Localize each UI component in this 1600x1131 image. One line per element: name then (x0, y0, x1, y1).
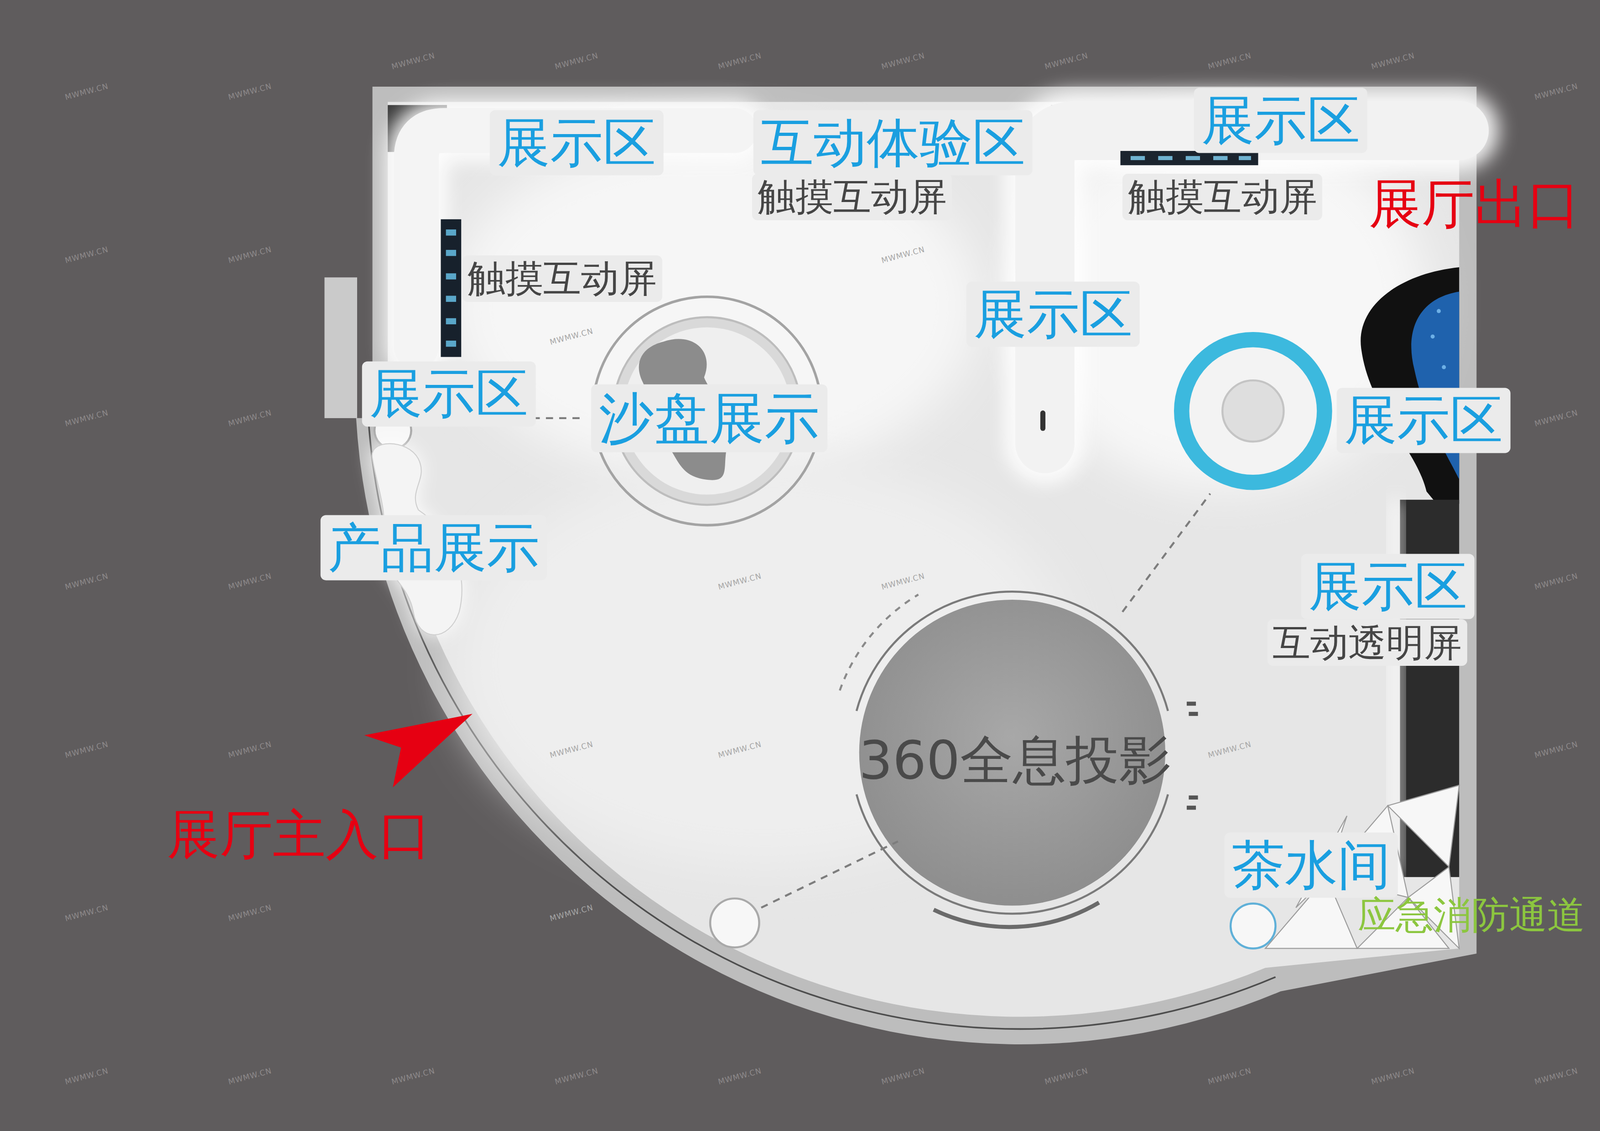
screen-label: 触摸互动屏 (1122, 173, 1323, 221)
zone-label: 茶水间 (1224, 832, 1399, 899)
zone-label: 展示区 (362, 361, 536, 427)
zone-label: 展示区 (966, 281, 1141, 348)
zone-label: 展示区 (1193, 87, 1368, 153)
zone-label: 展示区 (1336, 387, 1511, 453)
entrance-label: 展厅主入口 (166, 804, 432, 866)
screen-label: 互动透明屏 (1267, 619, 1468, 667)
exit-label: 展厅出口 (1368, 173, 1581, 235)
zone-label: 展示区 (489, 110, 664, 176)
fire-exit-label: 应急消防通道 (1357, 893, 1585, 937)
screen-label: 触摸互动屏 (462, 255, 663, 302)
zone-label: 产品展示 (320, 515, 548, 581)
zone-label: 展示区 (1300, 554, 1475, 620)
hologram-label: 360全息投影 (858, 729, 1172, 791)
zone-label: 沙盘展示 (591, 384, 828, 453)
screen-label: 触摸互动屏 (752, 173, 952, 221)
zone-label: 互动体验区 (753, 110, 1033, 176)
